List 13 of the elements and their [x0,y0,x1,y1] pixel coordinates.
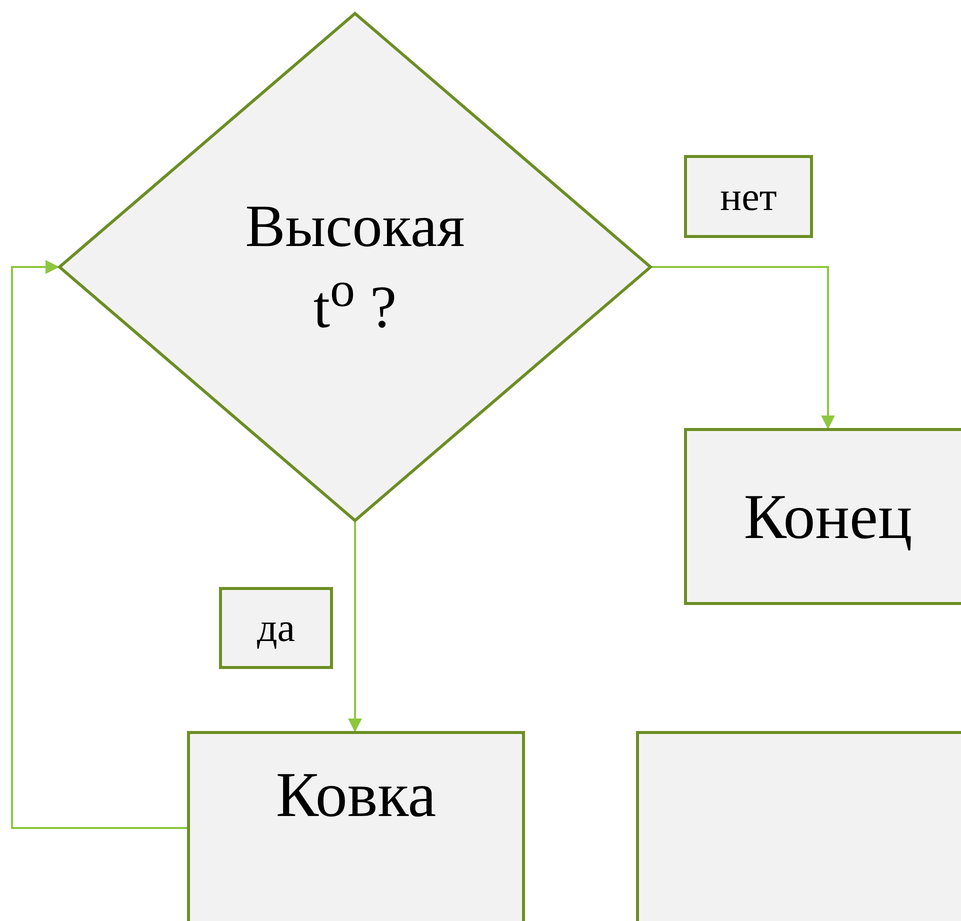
process-text: Конец [744,480,912,554]
process-text: Ковка [276,758,436,832]
branch-label: да [256,605,296,651]
arrow [11,260,187,829]
branch-label-box [684,155,813,238]
decision-diamond [58,12,652,522]
decision-text: Высокая t$^{o}$ ? [244,192,466,342]
arrow [652,266,835,430]
process-box [684,428,961,605]
branch-label-box [219,587,333,669]
arrow [348,522,362,732]
branch-label: нет [720,174,777,220]
process-box [187,731,525,921]
